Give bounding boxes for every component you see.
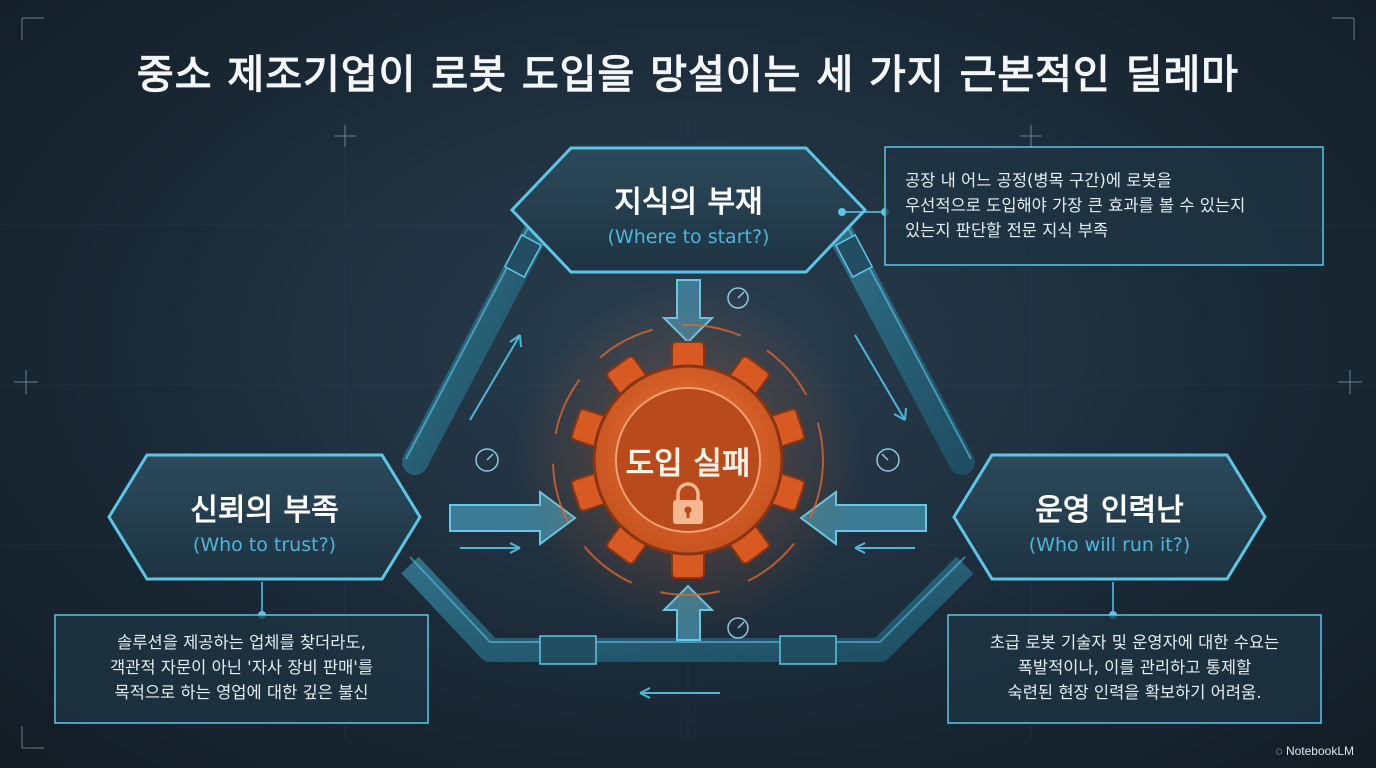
- lock-icon: [673, 482, 703, 524]
- crosshair-marks: [14, 17, 1362, 749]
- node-left-title: 신뢰의 부족: [190, 493, 339, 528]
- desc-box-top: [838, 146, 1324, 266]
- node-top-title: 지식의 부재: [614, 185, 763, 220]
- notebooklm-logo-icon: ◌: [1275, 744, 1283, 758]
- desc-box-left: [54, 582, 429, 724]
- desc-right-line: 숙련된 현장 인력을 확보하기 어려움.: [1007, 683, 1262, 702]
- desc-left-line: 목적으로 하는 영업에 대한 깊은 불신: [114, 683, 369, 702]
- node-top-subtitle: (Where to start?): [607, 226, 770, 248]
- pipe-network: [401, 212, 975, 699]
- desc-left-line: 객관적 자문이 아닌 '자사 장비 판매'를: [110, 658, 373, 677]
- center-label: 도입 실패: [625, 446, 751, 482]
- failure-gear: [513, 285, 863, 635]
- node-left-subtitle: (Who to trust?): [192, 534, 337, 556]
- desc-top: 공장 내 어느 공정(병목 구간)에 로봇을 우선적으로 도입해야 가장 큰 효…: [905, 168, 1315, 243]
- desc-left: 솔루션을 제공하는 업체를 찾더라도, 객관적 자문이 아닌 '자사 장비 판매…: [58, 630, 425, 705]
- node-right-hexagon: [952, 453, 1267, 581]
- node-right-subtitle: (Who will run it?): [1028, 534, 1191, 556]
- desc-left-line: 솔루션을 제공하는 업체를 찾더라도,: [117, 633, 366, 652]
- node-top-hexagon: [509, 146, 868, 274]
- node-left-hexagon: [107, 453, 422, 581]
- desc-top-line: 공장 내 어느 공정(병목 구간)에 로봇을: [905, 171, 1172, 190]
- node-right-title: 운영 인력난: [1035, 493, 1184, 528]
- desc-top-line: 있는지 판단할 전문 지식 부족: [905, 221, 1109, 240]
- footer-brand-label: NotebookLM: [1285, 744, 1354, 758]
- desc-box-right: [947, 582, 1322, 724]
- footer-brand: ◌ NotebookLM: [1275, 744, 1354, 758]
- desc-right: 초급 로봇 기술자 및 운영자에 대한 수요는 폭발적이나, 이를 관리하고 통…: [951, 630, 1318, 705]
- desc-right-line: 폭발적이나, 이를 관리하고 통제할: [1017, 658, 1252, 677]
- desc-top-line: 우선적으로 도입해야 가장 큰 효과를 볼 수 있는지: [905, 196, 1246, 215]
- page-title: 중소 제조기업이 로봇 도입을 망설이는 세 가지 근본적인 딜레마: [136, 52, 1240, 98]
- desc-right-line: 초급 로봇 기술자 및 운영자에 대한 수요는: [989, 633, 1280, 652]
